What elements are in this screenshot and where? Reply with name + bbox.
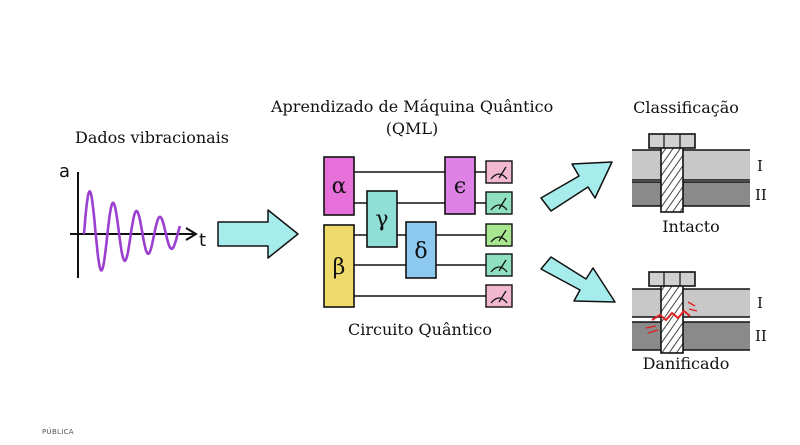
measurement-gate (485, 253, 513, 277)
intact-joint: I II (632, 133, 767, 213)
gate-alpha (323, 156, 355, 216)
intact-label: Intacto (662, 217, 720, 236)
intact-layer-i-label: I (757, 157, 763, 175)
damaged-bolt-head (648, 271, 696, 287)
qml-title-line1: Aprendizado de Máquina Quântico (271, 97, 554, 116)
plot-x-arrowhead (185, 227, 198, 241)
vibration-wave (82, 189, 182, 272)
damaged-joint: I II (632, 271, 767, 354)
crack-mark (645, 301, 698, 334)
damaged-layer-i-label: I (757, 294, 763, 312)
quantum-circuit: α β γ δ ϵ (323, 156, 513, 308)
measurement-gate (485, 284, 513, 308)
crack-mark (651, 309, 691, 322)
circuit-label: Circuito Quântico (348, 320, 492, 339)
plot-y-axis-label: a (59, 161, 70, 182)
measurement-gate (485, 191, 513, 215)
input-title: Dados vibracionais (75, 128, 230, 147)
damaged-layer-ii (632, 322, 750, 350)
gate-alpha-symbol: α (332, 174, 347, 199)
arrow-circuit-to-intact (540, 161, 613, 212)
intact-bolt-shaft (660, 145, 684, 213)
intact-layer-i (632, 150, 750, 180)
intact-bolt-head (648, 133, 696, 149)
plot-x-axis-label: t (199, 230, 206, 251)
gate-beta-symbol: β (333, 255, 346, 280)
intact-layer-ii-label: II (755, 186, 767, 204)
gate-epsilon-symbol: ϵ (454, 174, 466, 199)
measurement-gate (485, 223, 513, 247)
gate-epsilon (444, 156, 476, 215)
gate-beta (323, 224, 355, 308)
arrow-input-to-circuit (217, 209, 299, 259)
classification-footer: PÚBLICA (42, 428, 74, 436)
intact-layer-ii (632, 182, 750, 206)
measurement-gate (485, 160, 513, 184)
damaged-layer-ii-label: II (755, 327, 767, 345)
arrow-circuit-to-damaged (540, 256, 616, 303)
vibration-plot: a t (59, 161, 206, 278)
gate-gamma-symbol: γ (375, 207, 388, 232)
output-title: Classificação (633, 98, 739, 117)
gate-delta (405, 221, 437, 279)
qml-title-line2: (QML) (385, 119, 439, 138)
gate-gamma (366, 190, 398, 248)
gate-delta-symbol: δ (414, 239, 427, 264)
damaged-label: Danificado (642, 354, 730, 373)
